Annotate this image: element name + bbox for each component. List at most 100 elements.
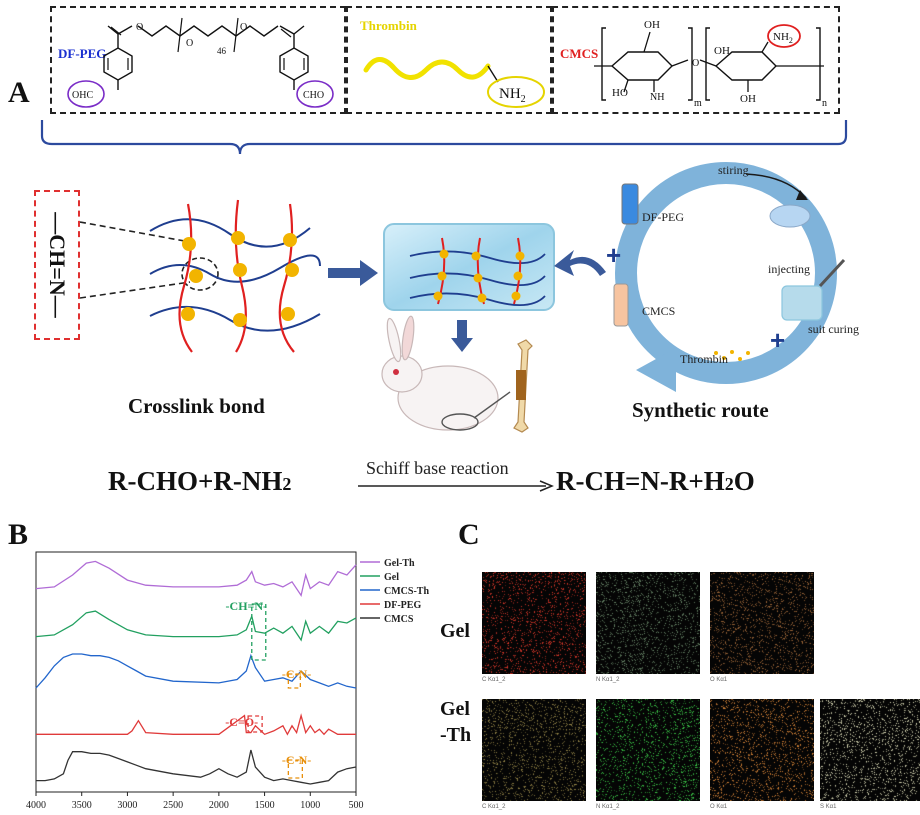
cmcs-structure-box: CMCS OH HO NH O OH OH NH2 m n xyxy=(552,6,840,114)
route-step-stiring: stiring xyxy=(718,163,749,177)
eds-row-gel-label: Gel xyxy=(440,620,470,642)
crosslink-bond-box: —CH=N— xyxy=(34,190,80,340)
ftir-series-line xyxy=(35,560,357,598)
thrombin-label: Thrombin xyxy=(360,18,417,33)
cmcs-nh: NH xyxy=(650,92,664,103)
ftir-series-line xyxy=(36,749,357,785)
cmcs-nh2-text: NH2 xyxy=(773,31,793,45)
df-peg-structure-box: DF-PEG O O O 46 OHC CHO xyxy=(50,6,346,114)
cmcs-n: n xyxy=(822,98,827,109)
eds-map-dots xyxy=(596,572,700,674)
equation-arrow-label: Schiff base reaction xyxy=(366,458,509,478)
cmcs-m: m xyxy=(694,98,702,109)
panel-b-letter: B xyxy=(8,518,29,551)
ftir-annotation-box xyxy=(251,603,267,661)
crosslink-caption: Crosslink bond xyxy=(128,394,265,418)
route-cmcs: CMCS xyxy=(642,304,676,318)
route-thrombin: Thrombin xyxy=(680,352,728,366)
ftir-annotation-box xyxy=(287,759,303,779)
cmcs-oh-2: OH xyxy=(714,45,730,57)
eds-map xyxy=(596,699,700,801)
cmcs-label: CMCS xyxy=(560,46,599,61)
cmcs-o-link: O xyxy=(692,58,699,69)
arrow-to-rabbit xyxy=(451,320,473,352)
eds-row-gelth-label: Gel-Th xyxy=(440,698,472,746)
ftir-x-tick-label: 2000 xyxy=(209,800,229,811)
route-plus-2: + xyxy=(770,325,786,355)
eds-map-dots xyxy=(482,699,586,801)
eds-map-dots xyxy=(596,699,700,801)
eds-map-dots xyxy=(820,699,920,801)
cmcs-oh-1: OH xyxy=(644,19,660,31)
panel-a-letter: A xyxy=(8,76,30,109)
df-peg-cho-left: OHC xyxy=(72,90,93,101)
eds-map-caption: N Kα1_2 xyxy=(596,804,620,810)
eds-map-caption: S Kα1 xyxy=(820,804,837,810)
df-peg-cho-right: CHO xyxy=(303,90,324,101)
df-peg-subscript: 46 xyxy=(217,46,227,56)
eds-map-caption: C Kα1_2 xyxy=(482,677,506,683)
eds-map xyxy=(596,572,700,674)
ftir-x-tick-label: 3000 xyxy=(117,800,137,811)
eds-map xyxy=(482,699,586,801)
ftir-x-tick-label: 500 xyxy=(349,800,364,811)
route-step-injecting: injecting xyxy=(768,262,810,276)
equation-products: R-CH=N-R+H2O xyxy=(556,466,755,496)
ftir-legend-label: CMCS xyxy=(384,614,414,625)
arrow-to-hydrogel xyxy=(328,260,378,286)
rabbit-illustration xyxy=(381,315,533,433)
ftir-annotation-label: -C-N- xyxy=(282,667,311,681)
thrombin-nh2-text: NH2 xyxy=(499,86,526,105)
ftir-annotation-label: -C-N- xyxy=(282,753,311,767)
ftir-annotation-label: -CH=N- xyxy=(226,599,268,613)
eds-map-dots xyxy=(482,572,586,674)
synthetic-route-caption: Synthetic route xyxy=(632,398,769,422)
equation-reactants: R-CHO+R-NH2 xyxy=(108,466,292,496)
eds-map-dots xyxy=(710,699,814,801)
eds-map-caption: N Kα1_2 xyxy=(596,677,620,683)
ftir-legend-label: Gel xyxy=(384,572,399,583)
eds-map xyxy=(710,572,814,674)
ftir-x-tick-label: 1000 xyxy=(300,800,320,811)
ftir-x-tick-label: 4000 xyxy=(26,800,46,811)
ftir-annotation-box xyxy=(287,673,301,689)
ftir-x-tick-label: 1500 xyxy=(255,800,275,811)
ftir-legend-label: Gel-Th xyxy=(384,558,415,569)
eds-map xyxy=(710,699,814,801)
thrombin-structure-box: Thrombin NH2 xyxy=(346,6,552,114)
ftir-x-tick-label: 3500 xyxy=(72,800,92,811)
df-peg-o-2: O xyxy=(186,38,193,49)
df-peg-o-1: O xyxy=(136,22,143,33)
ftir-series-line xyxy=(36,713,356,736)
ftir-annotation-box xyxy=(247,715,263,733)
eds-map xyxy=(482,572,586,674)
hydrogel-block xyxy=(383,223,555,311)
crosslink-network xyxy=(80,199,321,353)
eds-map-caption: O Kα1 xyxy=(710,677,728,683)
route-df-peg: DF-PEG xyxy=(642,210,685,224)
cmcs-structure: OH HO NH O OH OH NH2 m n xyxy=(594,19,827,109)
ftir-series-line xyxy=(35,610,357,642)
df-peg-label: DF-PEG xyxy=(58,46,107,61)
df-peg-structure: O O O 46 OHC CHO xyxy=(67,17,334,108)
cmcs-oh-3: OH xyxy=(740,93,756,105)
eds-map xyxy=(820,699,920,801)
ftir-annotation-label: -C=O- xyxy=(225,715,258,729)
eds-map-caption: C Kα1_2 xyxy=(482,804,506,810)
eds-map-dots xyxy=(710,572,814,674)
ftir-chart: 4000 3500 3000 2500 2000 1500 1000 500 Gel-ThGel… xyxy=(26,551,429,811)
df-peg-o-3: O xyxy=(240,22,247,33)
eds-map-caption: O Kα1 xyxy=(710,804,728,810)
thrombin-structure: NH2 xyxy=(363,57,545,108)
route-plus-1: + xyxy=(606,240,622,270)
equation-arrow xyxy=(358,480,554,492)
cmcs-ho: HO xyxy=(612,87,628,99)
grouping-brace xyxy=(40,120,848,155)
ftir-legend-label: DF-PEG xyxy=(384,600,421,611)
arrow-route-to-hydrogel xyxy=(554,250,606,276)
ftir-series-line xyxy=(35,653,357,689)
ftir-legend-label: CMCS-Th xyxy=(384,586,429,597)
ftir-x-tick-label: 2500 xyxy=(163,800,183,811)
route-step-suit-curing: suit curing xyxy=(808,322,859,336)
panel-c-letter: C xyxy=(458,518,480,551)
